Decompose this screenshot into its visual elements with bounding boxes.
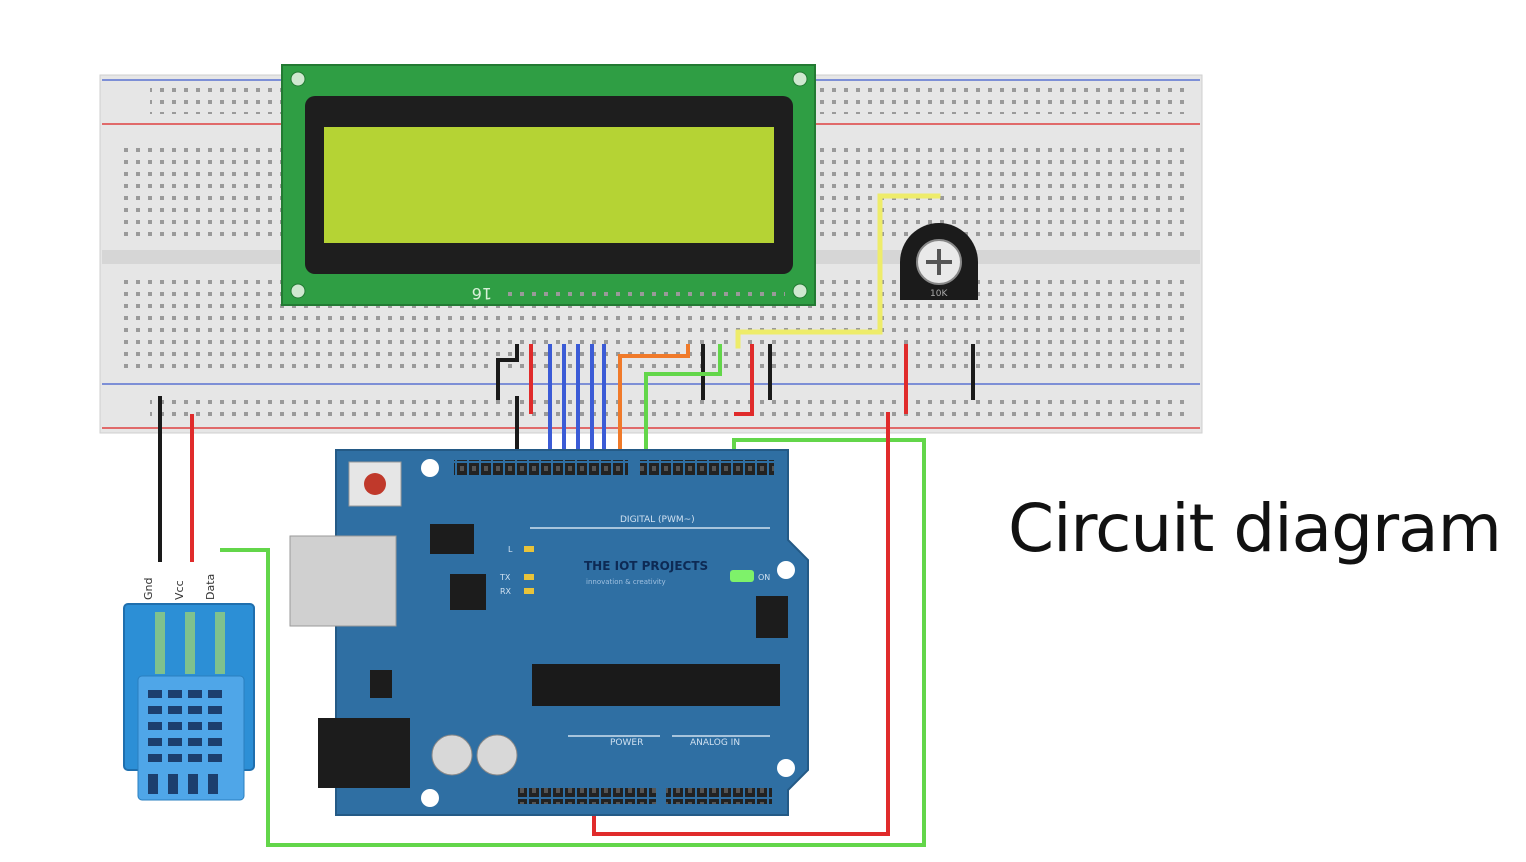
l-label: L <box>508 545 513 554</box>
capacitor-2 <box>476 734 518 776</box>
power-jack <box>318 718 410 788</box>
diagram-caption: Circuit diagram <box>1008 490 1502 567</box>
arduino-uno: DIGITAL (PWM~) L TX RX THE IOT PROJECTS … <box>289 449 809 816</box>
wire-red-lcd-backlight <box>734 344 754 416</box>
on-led <box>730 570 754 582</box>
dht-pin-gnd: Gnd <box>142 578 155 600</box>
brand-sub: innovation & creativity <box>586 578 666 586</box>
brand-logo: THE IOT PROJECTS <box>584 559 708 573</box>
power-label: POWER <box>610 738 643 748</box>
dht-sensor: Gnd Vcc Data <box>123 562 255 801</box>
wire-orange-rs <box>618 344 690 470</box>
atmega-chip <box>532 664 780 706</box>
lcd-screen <box>324 127 774 243</box>
rx-label: RX <box>500 587 512 596</box>
on-label: ON <box>758 573 770 582</box>
wire-green-e <box>644 344 722 470</box>
digital-header <box>454 460 628 476</box>
lcd-display: 16 <box>281 64 816 306</box>
potentiometer-label: 10K <box>930 289 948 299</box>
capacitor-1 <box>431 734 473 776</box>
dht-pin-vcc: Vcc <box>173 580 186 600</box>
wire-yellow-wiper <box>735 193 941 349</box>
power-header <box>518 788 656 804</box>
analog-header <box>666 788 772 804</box>
digital-label: DIGITAL (PWM~) <box>620 515 695 525</box>
wire-black-lcd-vss <box>496 344 519 400</box>
dht-pin-data: Data <box>204 574 217 600</box>
wire-green-dht-data <box>220 438 926 847</box>
usb-port <box>289 535 397 627</box>
potentiometer: 10K <box>900 223 978 300</box>
tx-label: TX <box>499 573 511 582</box>
analog-label: ANALOG IN <box>690 738 740 748</box>
lcd-pin-label: 16 <box>472 284 492 303</box>
